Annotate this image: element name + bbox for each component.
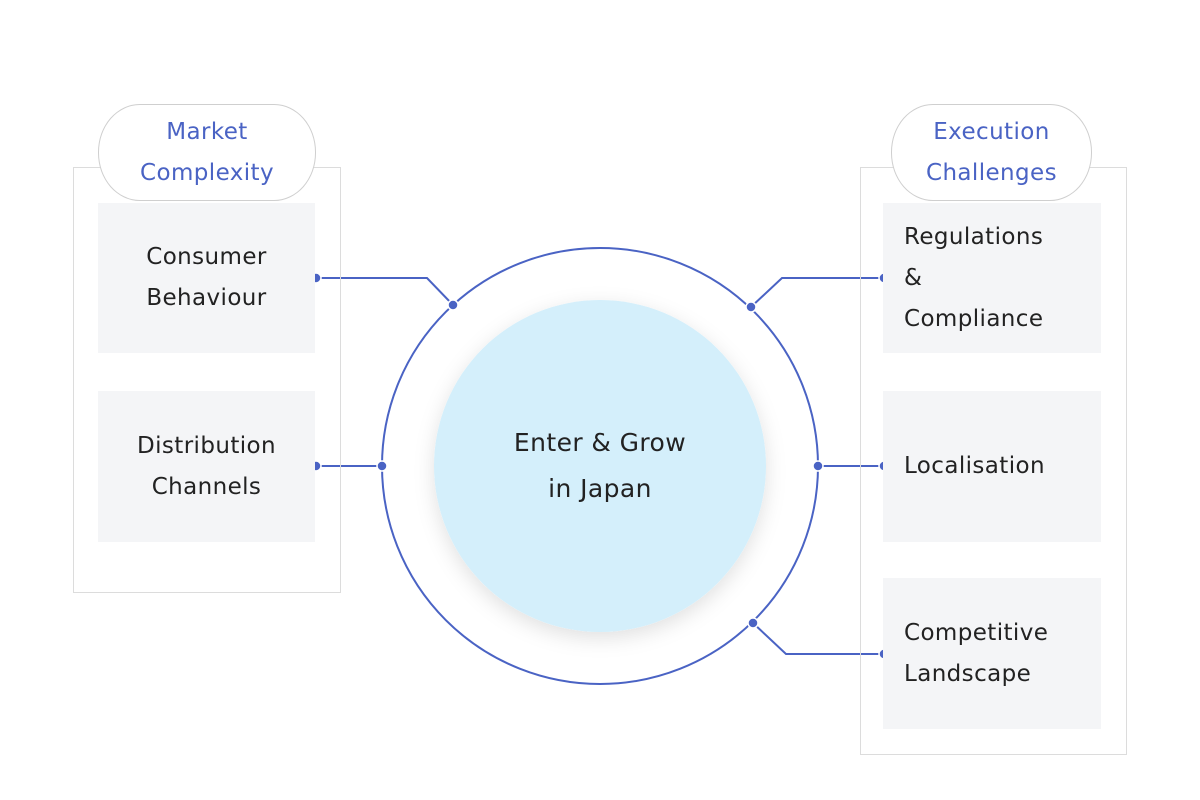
item-label-line1: Distribution — [137, 432, 276, 459]
item-label-line1: Localisation — [904, 453, 1045, 479]
hub-label-line1: Enter & Grow — [513, 428, 687, 457]
hub-label-line2: in Japan — [548, 474, 652, 503]
item-label-line3: Compliance — [904, 305, 1044, 332]
item-distribution-channels: Distribution Channels — [98, 391, 315, 542]
item-label-line2: Behaviour — [146, 285, 267, 311]
item-label-line2: Channels — [151, 473, 262, 500]
item-localisation: Localisation — [883, 391, 1101, 542]
connector-dot — [812, 460, 824, 472]
connector-dot — [376, 460, 388, 472]
connector-consumer-behaviour — [316, 277, 454, 306]
connector-competitive-landscape — [752, 622, 884, 655]
market-complexity-title: Market Complexity — [98, 104, 316, 201]
execution-challenges-title: Execution Challenges — [891, 104, 1092, 201]
group-title-line2: Challenges — [926, 159, 1057, 186]
group-title-line1: Market — [166, 118, 248, 145]
hub-label: Enter & Grow in Japan — [434, 300, 766, 632]
connector-dot — [447, 299, 459, 311]
hub-circle — [434, 300, 766, 632]
group-title-line1: Execution — [933, 118, 1050, 145]
connector-dot — [747, 617, 759, 629]
item-label-line2: & — [904, 264, 923, 291]
item-competitive-landscape: Competitive Landscape — [883, 578, 1101, 729]
connector-regulations — [750, 277, 884, 308]
item-regulations-compliance: Regulations & Compliance — [883, 203, 1101, 353]
item-label-line1: Competitive — [904, 619, 1049, 646]
item-consumer-behaviour: Consumer Behaviour — [98, 203, 315, 353]
item-label-line1: Regulations — [904, 223, 1044, 250]
item-label-line2: Landscape — [904, 660, 1032, 687]
item-label-line1: Consumer — [146, 244, 267, 270]
group-title-line2: Complexity — [140, 159, 274, 186]
connector-dot — [745, 301, 757, 313]
